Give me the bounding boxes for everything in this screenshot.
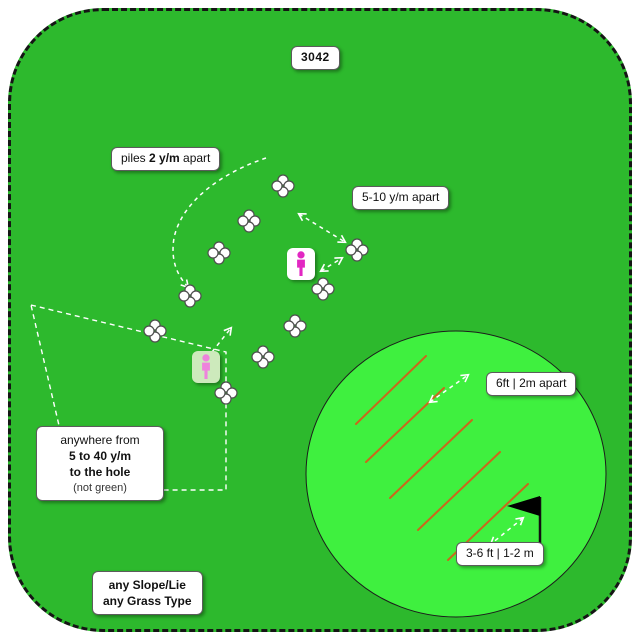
person-glyph: [202, 354, 210, 379]
ball-pile: [237, 209, 261, 233]
golf-ball: [283, 320, 295, 332]
person-glyph: [297, 251, 305, 276]
hole-distance-label: 3-6 ft | 1-2 m: [456, 542, 544, 566]
anywhere-line1: anywhere from: [60, 433, 140, 447]
ball-pile: [271, 174, 295, 198]
conditions-label: any Slope/Lie any Grass Type: [92, 571, 203, 616]
anywhere-label: anywhere from 5 to 40 y/m to the hole (n…: [36, 426, 164, 502]
piles-label-prefix: piles: [121, 151, 150, 165]
pile-distance-label: 5-10 y/m apart: [352, 186, 450, 210]
golf-ball: [251, 351, 263, 363]
distance-arrow: [297, 212, 347, 244]
golf-ball: [311, 283, 323, 295]
conditions-line2: any Grass Type: [103, 594, 192, 609]
anywhere-line2: 5 to 40 y/m: [68, 449, 132, 464]
golf-ball: [237, 215, 249, 227]
person-icon: [192, 351, 220, 383]
ball-pile: [178, 284, 202, 308]
anywhere-line4: (not green): [73, 481, 127, 494]
golf-ball: [271, 180, 283, 192]
ball-pile: [143, 319, 167, 343]
golf-ball: [214, 387, 226, 399]
piles-spacing-label: piles 2 y/m apart: [111, 147, 221, 171]
piles-label-suffix: apart: [179, 151, 211, 165]
slope-line: [355, 355, 427, 425]
ball-pile: [251, 345, 275, 369]
connector-path: [211, 326, 233, 353]
slope-line: [389, 419, 473, 499]
ball-pile: [207, 241, 231, 265]
piles-label-bold: 2 y/m: [149, 151, 180, 165]
golf-ball: [178, 290, 190, 302]
distance-arrow: [489, 516, 525, 546]
person-icon: [287, 248, 315, 280]
green-spacing-label: 6ft | 2m apart: [486, 372, 577, 396]
ball-pile: [214, 381, 238, 405]
anywhere-line3: to the hole: [69, 465, 131, 480]
drill-id-badge: 3042: [291, 46, 340, 70]
golf-ball: [143, 325, 155, 337]
ball-pile: [345, 238, 369, 262]
ball-pile: [311, 277, 335, 301]
golf-ball: [345, 244, 357, 256]
distance-arrow: [319, 256, 344, 273]
flag-icon: [507, 496, 540, 516]
slope-line: [417, 451, 501, 531]
connector-path: [172, 157, 267, 289]
golf-ball: [207, 247, 219, 259]
conditions-line1: any Slope/Lie: [108, 578, 186, 592]
ball-pile: [283, 314, 307, 338]
